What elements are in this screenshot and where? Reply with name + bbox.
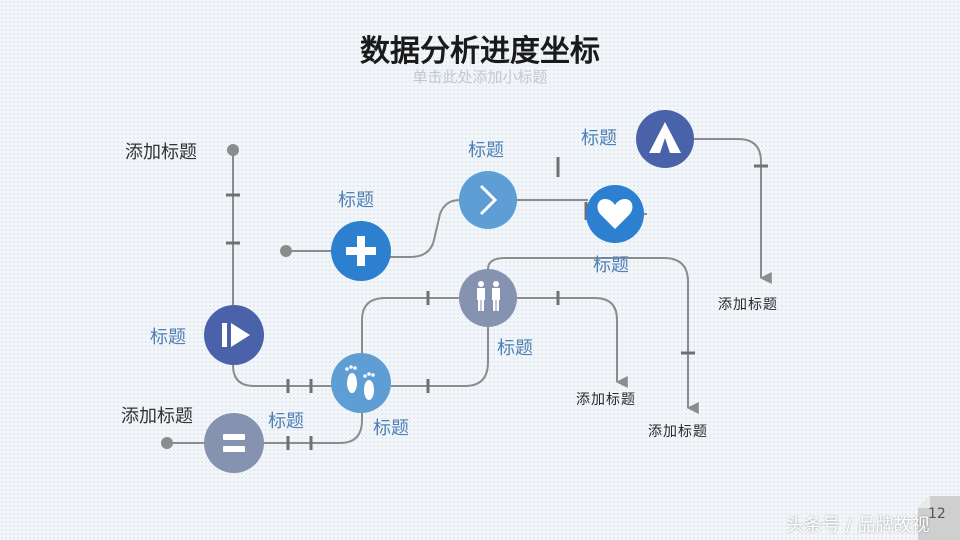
label-play: 标题 [150, 327, 186, 348]
plus-icon [346, 236, 376, 266]
page-title: 数据分析进度坐标 [360, 34, 600, 69]
watermark: 头条号 / 品牌故视 [786, 515, 930, 536]
node-heart[interactable] [586, 185, 644, 243]
label-heart: 标题 [593, 255, 629, 276]
page-subtitle: 单击此处添加小标题 [412, 68, 548, 86]
label-end-long: 添加标题 [648, 424, 708, 440]
start-dot [161, 437, 173, 449]
node-plus[interactable] [331, 221, 391, 281]
node-footprints[interactable] [331, 353, 391, 413]
path-people-right [517, 297, 628, 388]
label-equals-line: 标题 [268, 411, 304, 432]
label-start-top: 添加标题 [125, 142, 197, 163]
equals-icon [223, 434, 245, 452]
tent-icon [649, 122, 681, 153]
people-icon [477, 281, 500, 311]
play-pause-icon [222, 323, 250, 347]
label-footprints: 标题 [373, 418, 409, 439]
node-people[interactable] [459, 269, 517, 327]
label-start-bottom: 添加标题 [121, 406, 193, 427]
node-tent[interactable] [636, 110, 694, 168]
label-tent: 标题 [581, 128, 617, 149]
start-dot [227, 144, 239, 156]
label-chevron: 标题 [468, 140, 504, 161]
path-left-vertical [232, 150, 333, 387]
start-dot [280, 245, 292, 257]
path-bottom-start [167, 412, 363, 444]
page-number: 12 [928, 506, 946, 522]
label-people: 标题 [497, 338, 533, 359]
footprints-icon [345, 365, 375, 400]
path-tent-right [694, 138, 772, 284]
label-end-tent: 添加标题 [718, 297, 778, 313]
path-plus-chevron [390, 199, 461, 258]
node-equals[interactable] [204, 413, 264, 473]
path-footprints-right [391, 326, 489, 387]
path-footprints-up [361, 297, 460, 354]
node-chevron[interactable] [459, 171, 517, 229]
corner-fold [918, 496, 960, 540]
label-plus: 标题 [338, 190, 374, 211]
chevron-right-icon [479, 184, 498, 216]
heart-icon [597, 199, 633, 229]
node-play[interactable] [204, 305, 264, 365]
label-end-people: 添加标题 [576, 392, 636, 408]
path-people-top [487, 257, 699, 414]
